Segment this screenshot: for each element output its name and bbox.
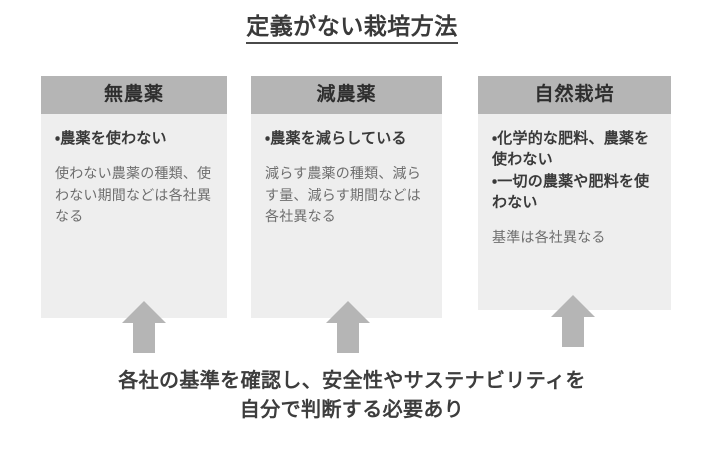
card-body-3: ・化学的な肥料、農薬を使わない ・一切の農薬や肥料を使わない 基準は各社異なる xyxy=(478,114,671,310)
card-header-1: 無農薬 xyxy=(41,76,227,114)
card-bullets-3: ・化学的な肥料、農薬を使わない ・一切の農薬や肥料を使わない xyxy=(492,128,657,213)
up-arrow-icon xyxy=(326,301,370,353)
card-note-2: 減らす農薬の種類、減らす量、減らす期間などは各社異なる xyxy=(265,165,421,224)
card-mu-nouyaku: 無農薬 ・農薬を使わない 使わない農薬の種類、使わない期間などは各社異なる xyxy=(41,76,227,318)
arrow-shaft xyxy=(133,323,155,353)
arrow-shaft xyxy=(337,323,359,353)
card-note-1: 使わない農薬の種類、使わない期間などは各社異なる xyxy=(55,165,212,224)
card-bullets-1: ・農薬を使わない xyxy=(55,128,213,149)
conclusion-line-1: 各社の基準を確認し、安全性やサステナビリティを xyxy=(118,370,586,392)
up-arrow-icon xyxy=(122,301,166,353)
card-shizen-saibai: 自然栽培 ・化学的な肥料、農薬を使わない ・一切の農薬や肥料を使わない 基準は各… xyxy=(478,76,671,310)
conclusion-text: 各社の基準を確認し、安全性やサステナビリティを 自分で判断する必要あり xyxy=(0,367,704,425)
title-area: 定義がない栽培方法 xyxy=(0,13,704,45)
bullet-item: ・化学的な肥料、農薬を使わない xyxy=(492,130,650,169)
card-body-2: ・農薬を減らしている 減らす農薬の種類、減らす量、減らす期間などは各社異なる xyxy=(251,114,442,318)
arrow-shaft xyxy=(562,317,584,347)
card-bullets-2: ・農薬を減らしている xyxy=(265,128,428,149)
card-note-3: 基準は各社異なる xyxy=(492,229,606,246)
arrow-head xyxy=(326,301,370,323)
up-arrow-icon xyxy=(551,295,595,347)
arrow-head xyxy=(122,301,166,323)
bullet-item: ・農薬を使わない xyxy=(55,130,167,147)
arrow-head xyxy=(551,295,595,317)
bullet-item: ・農薬を減らしている xyxy=(265,130,407,147)
card-gen-nouyaku: 減農薬 ・農薬を減らしている 減らす農薬の種類、減らす量、減らす期間などは各社異… xyxy=(251,76,442,318)
conclusion-line-2: 自分で判断する必要あり xyxy=(239,399,465,421)
page-title: 定義がない栽培方法 xyxy=(246,13,458,45)
card-header-2: 減農薬 xyxy=(251,76,442,114)
card-header-3: 自然栽培 xyxy=(478,76,671,114)
card-body-1: ・農薬を使わない 使わない農薬の種類、使わない期間などは各社異なる xyxy=(41,114,227,318)
bullet-item: ・一切の農薬や肥料を使わない xyxy=(492,172,650,211)
